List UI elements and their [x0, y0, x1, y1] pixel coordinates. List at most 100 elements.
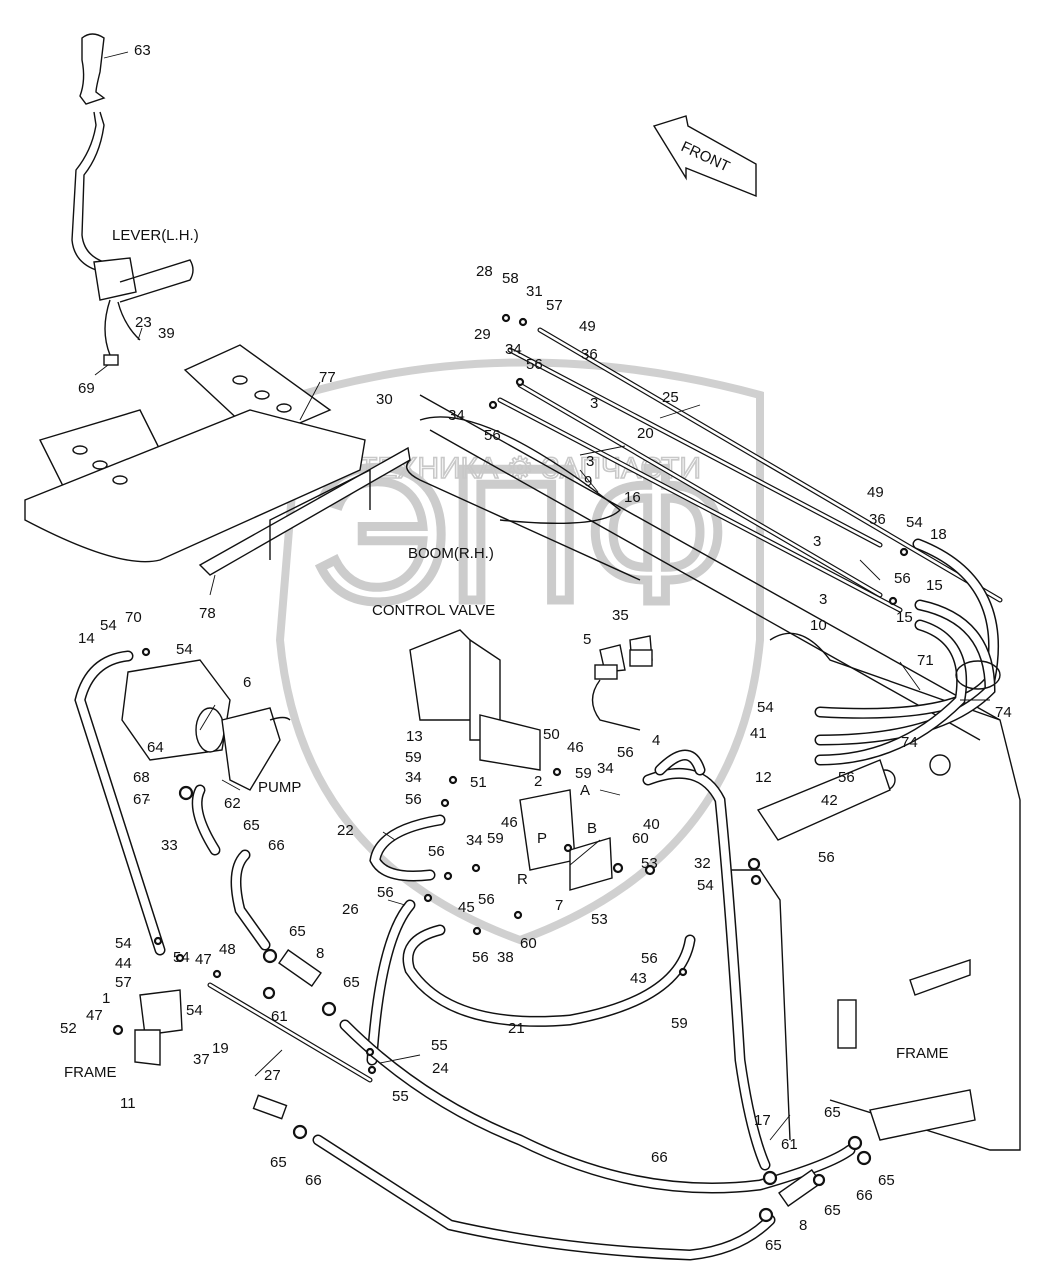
callout: 34 — [505, 341, 522, 358]
pump-assembly — [121, 659, 291, 791]
callout: 16 — [624, 489, 641, 506]
callout: 61 — [271, 1008, 288, 1025]
callout: 11 — [120, 1095, 136, 1112]
callout: 46 — [501, 814, 518, 831]
callout: 65 — [878, 1172, 895, 1189]
callout: 41 — [750, 725, 767, 742]
control-valve — [409, 629, 653, 891]
callout: 65 — [824, 1104, 841, 1121]
port-label-b: B — [587, 820, 597, 837]
callout: 26 — [342, 901, 359, 918]
callout: 15 — [896, 609, 913, 626]
callout: 56 — [894, 570, 911, 587]
callout: 55 — [431, 1037, 448, 1054]
callout: 2 — [534, 773, 542, 790]
callout: 42 — [821, 792, 838, 809]
callout: 66 — [305, 1172, 322, 1189]
callout: 15 — [926, 577, 943, 594]
callout: 47 — [86, 1007, 103, 1024]
callout: 65 — [765, 1237, 782, 1254]
callout: 56 — [838, 769, 855, 786]
callout: 56 — [478, 891, 495, 908]
callout: 50 — [543, 726, 560, 743]
lever-wiring — [104, 299, 141, 356]
connector-69 — [103, 354, 119, 366]
callout: 48 — [219, 941, 236, 958]
lever-lh-label: LEVER(L.H.) — [112, 227, 199, 244]
callout: 65 — [343, 974, 360, 991]
right-frame — [837, 754, 976, 1141]
callout: 59 — [671, 1015, 688, 1032]
hoses-66 — [207, 949, 856, 1261]
callout: 56 — [526, 356, 543, 373]
callout: 34 — [597, 760, 614, 777]
callout: 65 — [243, 817, 260, 834]
callout: 54 — [697, 877, 714, 894]
lever-shaft — [71, 111, 105, 271]
callout: 60 — [520, 935, 537, 952]
frame-label-left: FRAME — [64, 1064, 117, 1081]
callout: 54 — [100, 617, 117, 634]
pedal-holes — [72, 375, 292, 485]
callout: 33 — [161, 837, 178, 854]
callout: 56 — [818, 849, 835, 866]
callout: 14 — [78, 630, 95, 647]
callout: 10 — [810, 617, 827, 634]
callout: 20 — [637, 425, 654, 442]
callout: 56 — [472, 949, 489, 966]
cover-plate-12 — [756, 759, 891, 841]
callout: 54 — [906, 514, 923, 531]
callout: 58 — [502, 270, 519, 287]
callout: 44 — [115, 955, 132, 972]
callout: 3 — [819, 591, 827, 608]
callout: 70 — [125, 609, 142, 626]
callout: 47 — [195, 951, 212, 968]
callout: 78 — [199, 605, 216, 622]
callout: 56 — [484, 427, 501, 444]
callout: 34 — [466, 832, 483, 849]
callout: 62 — [224, 795, 241, 812]
callout: 61 — [781, 1136, 798, 1153]
callout: 37 — [193, 1051, 210, 1068]
boom-rh-label: BOOM(R.H.) — [408, 545, 494, 562]
callout: 30 — [376, 391, 393, 408]
callout: 56 — [405, 791, 422, 808]
callout: 59 — [405, 749, 422, 766]
callout: 59 — [487, 830, 504, 847]
pedal-plate-77 — [24, 409, 366, 563]
callout: 8 — [799, 1217, 807, 1234]
callout: 40 — [643, 816, 660, 833]
port-label-r: R — [517, 871, 528, 888]
callout: 65 — [824, 1202, 841, 1219]
callout: 56 — [377, 884, 394, 901]
callout: 56 — [617, 744, 634, 761]
section-labels: LEVER(L.H.) BOOM(R.H.) CONTROL VALVE PUM… — [64, 227, 949, 1081]
callout: 52 — [60, 1020, 77, 1037]
callout: 27 — [264, 1067, 281, 1084]
callout: 5 — [583, 631, 591, 648]
callout: 3 — [813, 533, 821, 550]
joystick-grip — [79, 33, 106, 105]
callout: 74 — [901, 734, 918, 751]
callout: 43 — [630, 970, 647, 987]
lever-base-bracket — [93, 257, 137, 301]
fittings — [141, 313, 909, 1223]
callout: 66 — [856, 1187, 873, 1204]
watermark-shield — [275, 358, 764, 945]
callout: 3 — [590, 395, 598, 412]
callout: 19 — [212, 1040, 229, 1057]
callout: 66 — [268, 837, 285, 854]
callout: 12 — [755, 769, 772, 786]
leader-lines — [94, 51, 990, 1141]
callout: 54 — [186, 1002, 203, 1019]
callout: 36 — [581, 346, 598, 363]
callout: 3 — [586, 453, 594, 470]
callout: 77 — [319, 369, 336, 386]
hoses-right — [814, 538, 1001, 766]
callout: 35 — [612, 607, 629, 624]
front-arrow: FRONT — [652, 115, 757, 198]
callout: 68 — [133, 769, 150, 786]
callouts: 63 23 39 69 77 78 28 58 31 57 49 36 29 3… — [60, 42, 1012, 1254]
callout: 28 — [476, 263, 493, 280]
